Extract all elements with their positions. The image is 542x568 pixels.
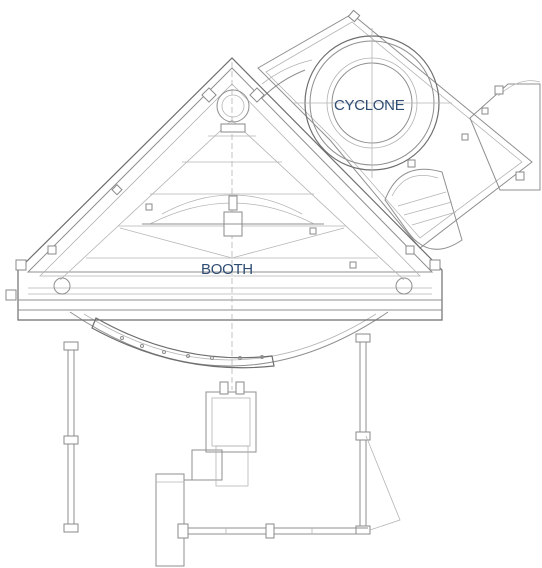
- booth-label: BOOTH: [201, 261, 253, 278]
- booth-frame: BOOTH: [5, 57, 443, 390]
- cyclone-assembly: CYCLONE: [257, 9, 541, 250]
- cyclone-label: CYCLONE: [334, 97, 405, 114]
- enclosure-frame: [63, 333, 401, 539]
- rail-bolts: [120, 336, 264, 360]
- fan-unit: [155, 381, 257, 567]
